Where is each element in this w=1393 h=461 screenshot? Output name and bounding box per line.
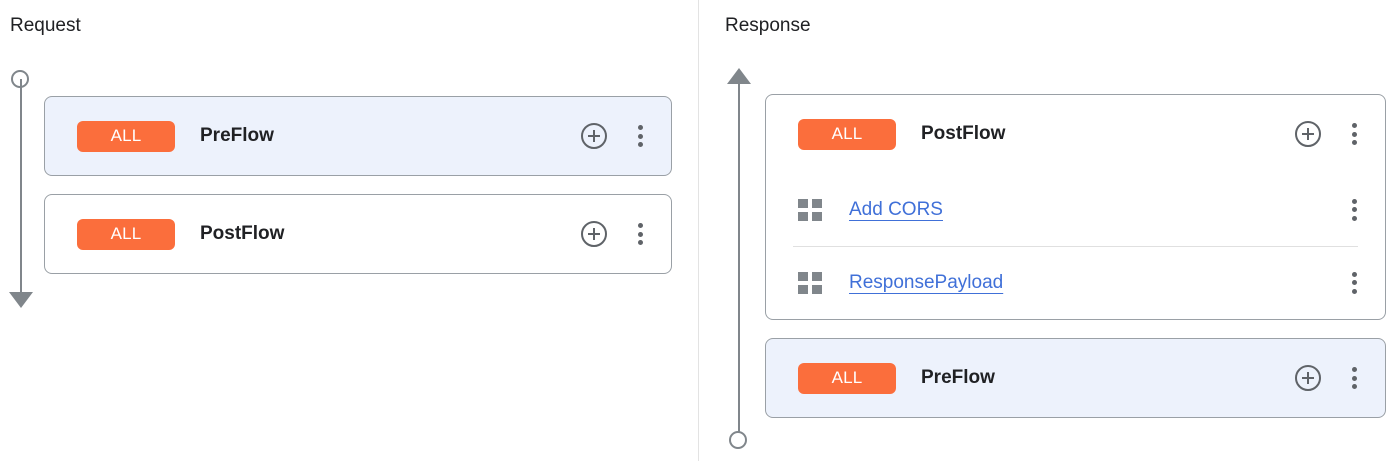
- response-panel: Response: [698, 0, 1393, 461]
- request-preflow-card[interactable]: ALL PreFlow: [44, 96, 672, 176]
- card-actions: [581, 123, 651, 149]
- method-badge: ALL: [798, 118, 896, 150]
- response-postflow-card[interactable]: ALL PostFlow Add CORS ResponsePayload: [765, 94, 1386, 320]
- response-preflow-card[interactable]: ALL PreFlow: [765, 338, 1386, 418]
- card-header: ALL PreFlow: [45, 97, 671, 175]
- flow-start-circle-icon: [11, 70, 29, 88]
- policy-link-add-cors[interactable]: Add CORS: [849, 198, 943, 220]
- response-card-stack: ALL PostFlow Add CORS ResponsePayload: [765, 94, 1386, 418]
- card-header: ALL PreFlow: [766, 339, 1385, 417]
- card-header: ALL PostFlow: [45, 195, 671, 273]
- card-actions: [581, 221, 651, 247]
- add-circle-icon[interactable]: [581, 221, 607, 247]
- more-vert-icon[interactable]: [629, 221, 651, 247]
- card-actions: [1295, 121, 1365, 147]
- request-card-stack: ALL PreFlow ALL PostFlow: [44, 96, 672, 274]
- drag-grid-icon[interactable]: [798, 271, 824, 294]
- card-header: ALL PostFlow: [766, 95, 1385, 173]
- flow-arrow-line: [20, 79, 22, 297]
- card-title: PostFlow: [921, 123, 1006, 144]
- more-vert-icon[interactable]: [629, 123, 651, 149]
- request-panel-title: Request: [10, 15, 81, 36]
- add-circle-icon[interactable]: [581, 123, 607, 149]
- request-postflow-card[interactable]: ALL PostFlow: [44, 194, 672, 274]
- more-vert-icon[interactable]: [1343, 270, 1365, 296]
- card-actions: [1295, 365, 1365, 391]
- policy-row[interactable]: ResponsePayload: [766, 246, 1385, 319]
- request-panel: Request ALL PreFlow: [0, 15, 672, 310]
- add-circle-icon[interactable]: [1295, 121, 1321, 147]
- more-vert-icon[interactable]: [1343, 121, 1365, 147]
- card-title: PreFlow: [921, 367, 995, 388]
- drag-grid-icon[interactable]: [798, 198, 824, 221]
- request-flow-arrow: [0, 70, 42, 310]
- add-circle-icon[interactable]: [1295, 365, 1321, 391]
- flow-arrow-head-down-icon: [9, 292, 33, 308]
- card-title: PostFlow: [200, 223, 285, 244]
- policy-row[interactable]: Add CORS: [766, 173, 1385, 246]
- method-badge: ALL: [798, 362, 896, 394]
- card-title: PreFlow: [200, 125, 274, 146]
- more-vert-icon[interactable]: [1343, 197, 1365, 223]
- method-badge: ALL: [77, 218, 175, 250]
- method-badge: ALL: [77, 120, 175, 152]
- policy-link-response-payload[interactable]: ResponsePayload: [849, 271, 1004, 293]
- more-vert-icon[interactable]: [1343, 365, 1365, 391]
- response-panel-title: Response: [725, 15, 811, 36]
